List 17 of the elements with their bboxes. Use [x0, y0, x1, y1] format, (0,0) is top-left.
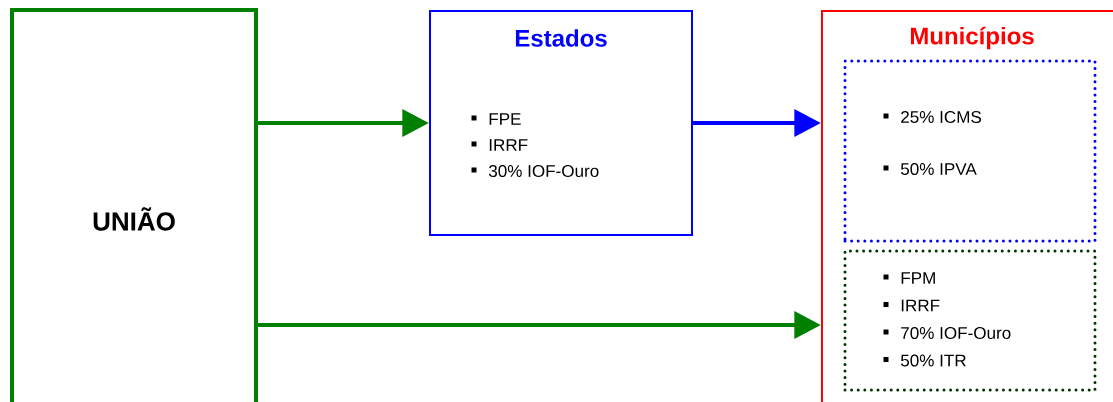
bullet-item: 25% ICMS — [883, 110, 982, 124]
bullet-item: FPM — [883, 272, 935, 284]
bullet-item: 50% ITR — [883, 354, 966, 367]
dotted-box — [843, 249, 1097, 392]
dotted-box — [843, 59, 1097, 243]
box-title: Municípios — [910, 26, 1034, 50]
bullet-item: IRRF — [883, 299, 940, 312]
union-box — [10, 8, 258, 402]
municipalities-box — [821, 10, 1113, 402]
states-box — [429, 10, 693, 236]
bullet-item: IRRF — [471, 139, 528, 151]
box-title: Estados — [515, 29, 607, 47]
box-title: UNIÃO — [93, 207, 175, 231]
bullet-item: 30% IOF-Ouro — [471, 164, 599, 178]
bullet-item: 70% IOF-Ouro — [883, 326, 1011, 340]
bullet-item: FPE — [471, 113, 521, 125]
bullet-item: 50% IPVA — [883, 162, 977, 176]
